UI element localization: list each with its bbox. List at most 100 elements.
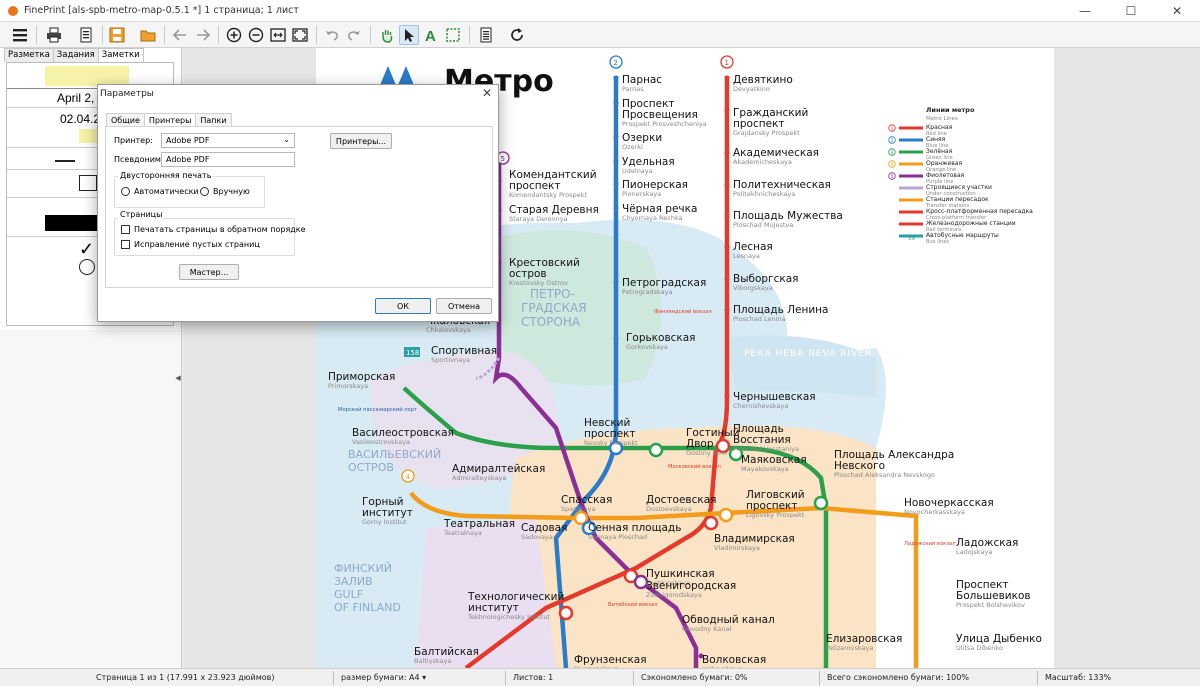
station-name-en: Gostiny Dvor	[686, 449, 729, 457]
station-name: Волковская	[702, 654, 766, 666]
station-name-en: Komendantsky Prospekt	[509, 191, 588, 199]
page-properties-icon[interactable]	[476, 25, 496, 45]
hand-tool-icon[interactable]	[377, 25, 397, 45]
tab-printers[interactable]: Принтеры	[143, 113, 197, 127]
radio-auto-label: Автоматически	[134, 187, 199, 196]
alias-input[interactable]: Adobe PDF	[161, 152, 295, 167]
tab-notes[interactable]: Заметки	[97, 48, 144, 62]
radio-manual[interactable]	[200, 187, 209, 196]
close-button[interactable]: ✕	[1171, 4, 1183, 18]
app-icon	[8, 5, 18, 16]
station-name: Сенная площадь	[588, 522, 681, 534]
zoom-width-icon[interactable]	[268, 25, 288, 45]
tab-jobs[interactable]: Задания	[52, 48, 99, 62]
printer-select[interactable]: Adobe PDF ⌄	[161, 133, 295, 148]
area-select-icon[interactable]	[443, 25, 463, 45]
station-name: Ладожская	[956, 537, 1018, 549]
redo-icon[interactable]	[344, 25, 364, 45]
station-name-en: Nevsky Prospekt	[584, 439, 638, 447]
rail-vitebsky: Витебский вокзал	[608, 601, 657, 608]
settings-dialog: Параметры ✕ Общие Принтеры Папки Принтер…	[97, 84, 499, 322]
legend-label-en: Cross-platform transfer	[926, 215, 987, 221]
tab-folders[interactable]: Папки	[195, 113, 232, 127]
tab-layout[interactable]: Разметка	[4, 48, 54, 62]
pages-title: Страницы	[118, 210, 165, 219]
dialog-close-button[interactable]: ✕	[481, 86, 492, 100]
legend-line-number: 1	[891, 126, 894, 132]
tab-general[interactable]: Общие	[106, 113, 145, 127]
south-district	[416, 518, 556, 668]
back-arrow-icon[interactable]	[170, 25, 190, 45]
legend-line-number: 4	[891, 162, 894, 168]
reverse-order-checkbox[interactable]	[121, 225, 130, 234]
station-name-en: Chyornaya Rechka	[622, 214, 683, 222]
district-petrograd-2: ГРАДСКАЯ	[521, 301, 587, 315]
station-name: Пионерская	[622, 179, 688, 191]
check-icon: ✓	[79, 239, 95, 259]
circle-note	[79, 259, 95, 275]
station-name: Звенигородская	[646, 580, 736, 592]
wizard-button[interactable]: Мастер...	[179, 264, 239, 280]
zoom-in-icon[interactable]	[224, 25, 244, 45]
text-tool-icon[interactable]: A	[421, 25, 441, 45]
minimize-button[interactable]: —	[1079, 4, 1091, 18]
menu-icon[interactable]	[10, 25, 30, 45]
save-icon[interactable]	[107, 25, 127, 45]
station-name-en: Teatralnaya	[443, 529, 482, 537]
radio-auto[interactable]	[121, 187, 130, 196]
station-name: Площадь Ленина	[733, 304, 828, 316]
legend-label: Станции пересадок	[926, 196, 989, 203]
print-icon[interactable]	[44, 25, 64, 45]
panel-empty-area	[0, 330, 181, 668]
legend-label: Фиолетовая	[926, 172, 965, 179]
station-name-en: Prospekt Prosveshcheniya	[622, 120, 707, 128]
status-paper-size[interactable]: размер бумаги: А4 ▾	[341, 673, 426, 682]
pages-group	[114, 218, 295, 256]
cancel-button[interactable]: Отмена	[436, 298, 492, 314]
station-name: Озерки	[622, 132, 662, 144]
toolbar: A	[0, 22, 1200, 48]
refresh-icon[interactable]	[507, 25, 527, 45]
svg-text:2: 2	[614, 59, 618, 67]
printers-button[interactable]: Принтеры...	[330, 133, 392, 149]
select-arrow-icon[interactable]	[399, 25, 419, 45]
note-date-long: April 2, 2	[57, 91, 105, 105]
legend-label-en: Under construction	[926, 191, 976, 197]
maximize-button[interactable]: ☐	[1125, 4, 1137, 18]
legend-label: Строящиеся участки	[926, 184, 992, 191]
ok-button[interactable]: ОК	[375, 298, 431, 314]
preview-area[interactable]: Метро 2 1 5	[183, 48, 1200, 668]
legend-label-en: Orange line	[926, 167, 956, 173]
legend-line-number: 5	[891, 174, 894, 180]
window-title: FinePrint [als-spb-metro-map-0.5.1 *] 1 …	[24, 5, 299, 16]
open-folder-icon[interactable]	[138, 25, 158, 45]
blank-fix-checkbox[interactable]	[121, 240, 130, 249]
station-name-en: Ulitsa Dibenko	[956, 644, 1003, 652]
legend-label-en: Purple line	[926, 179, 953, 185]
panel-splitter[interactable]: ◀	[175, 374, 181, 382]
paper-size-label: размер бумаги: А4	[341, 673, 420, 682]
legend-label: Автобусные маршруты	[926, 232, 999, 239]
forward-arrow-icon[interactable]	[193, 25, 213, 45]
print-preview-icon[interactable]	[76, 25, 96, 45]
zoom-out-icon[interactable]	[246, 25, 266, 45]
station-name: Балтийская	[414, 646, 479, 658]
undo-icon[interactable]	[322, 25, 342, 45]
fit-page-icon[interactable]	[290, 25, 310, 45]
status-total-saved: Всего сэкономлено бумаги: 100%	[827, 673, 969, 682]
